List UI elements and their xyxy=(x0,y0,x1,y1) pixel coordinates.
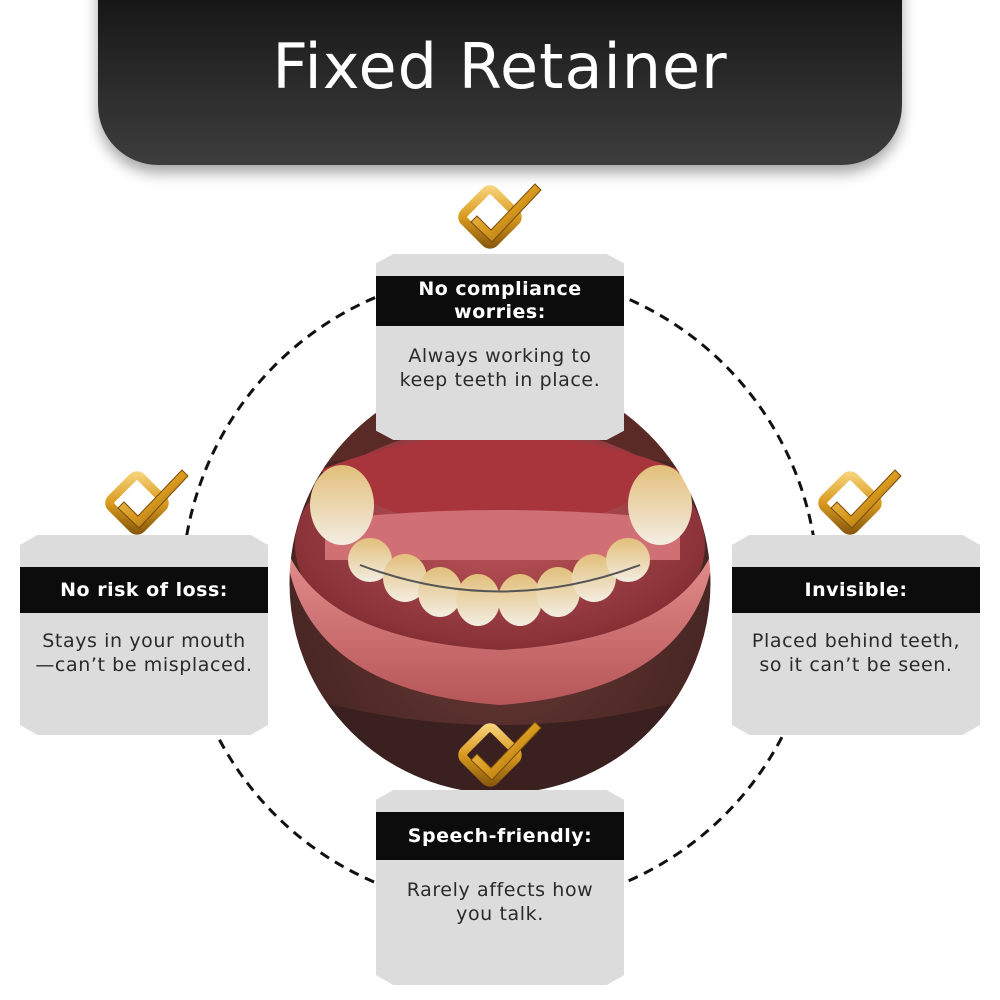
gold-checkbox-icon xyxy=(455,178,545,258)
card-body: Rarely affects how you talk. xyxy=(406,879,594,925)
card-speech-friendly: Speech-friendly: Rarely affects how you … xyxy=(376,790,624,985)
card-no-compliance: No compliance worries: Always working to… xyxy=(376,254,624,440)
gold-checkbox-icon xyxy=(455,716,545,796)
card-title: Invisible: xyxy=(732,567,980,613)
gold-checkbox-icon xyxy=(102,464,192,544)
card-no-risk-of-loss: No risk of loss: Stays in your mouth—can… xyxy=(20,535,268,735)
card-title: No risk of loss: xyxy=(20,567,268,613)
card-body: Placed behind teeth, so it can’t be seen… xyxy=(751,630,961,676)
card-title: No compliance worries: xyxy=(376,276,624,326)
page-title: Fixed Retainer xyxy=(272,30,728,103)
card-body: Stays in your mouth—can’t be misplaced. xyxy=(35,630,253,676)
title-banner xyxy=(98,0,902,165)
card-invisible: Invisible: Placed behind teeth, so it ca… xyxy=(732,535,980,735)
gold-checkbox-icon xyxy=(815,464,905,544)
card-body: Always working to keep teeth in place. xyxy=(399,345,601,391)
card-title: Speech-friendly: xyxy=(376,812,624,860)
